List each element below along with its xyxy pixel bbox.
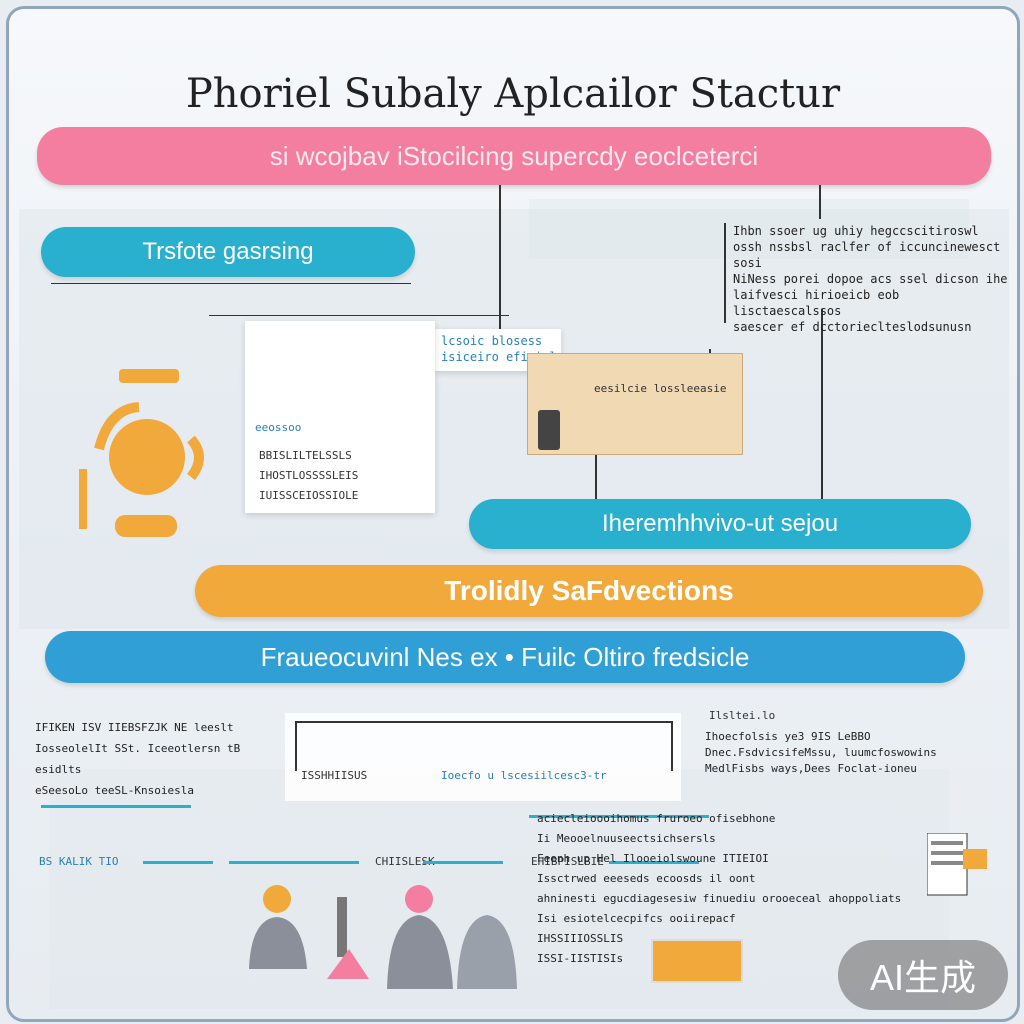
panel-rule xyxy=(295,721,673,723)
flow-arrow xyxy=(423,861,503,864)
flow-arrow xyxy=(609,861,699,864)
sun-icon xyxy=(79,369,204,537)
page-title: Phoriel Subaly Aplcailor Stactur xyxy=(185,71,841,117)
flow-arrow xyxy=(229,861,359,864)
ai-generated-badge: AI生成 xyxy=(838,940,1008,1010)
top-right-note: Ihbn ssoer ug uhiy hegccscitiroswl ossh … xyxy=(733,224,1008,334)
tan-panel: eesilcie lossleeasie xyxy=(527,353,743,455)
background-scene xyxy=(19,209,1009,629)
top-banner: si wcojbav iStocilcing supercdy eoclcete… xyxy=(37,127,991,185)
orange-card xyxy=(651,939,743,983)
flow-arrow xyxy=(529,815,709,818)
bottom-right-note: Ihoecfolsis ye3 9IS LeBBO Dnec.Fsdvicsif… xyxy=(705,730,937,775)
flow-label-left: BS KALIK TIO xyxy=(39,855,119,868)
left-cyan-banner: Trsfote gasrsing xyxy=(41,227,415,277)
panel-rule xyxy=(671,721,673,771)
flow-label-right: EHIBPISLBIE xyxy=(531,855,604,868)
panel-rule xyxy=(295,721,297,771)
document-icon xyxy=(927,833,987,896)
bottom-left-list: IFIKEN ISV IIEBSFZJK NE leeslt Iosseolel… xyxy=(35,721,241,797)
flow-arrow xyxy=(41,805,191,808)
device-icon xyxy=(538,410,560,450)
poster-frame: Phoriel Subaly Aplcailor Stactur si wcoj… xyxy=(6,6,1020,1022)
connector-line xyxy=(819,185,821,219)
background-ceiling xyxy=(529,199,969,259)
connector-line xyxy=(724,223,726,323)
card-heading: eeossoo xyxy=(255,421,302,434)
bottom-right-heading: Ilsltei.lo xyxy=(709,709,776,722)
flow-arrow xyxy=(143,861,213,864)
people-illustration xyxy=(249,885,517,989)
divider-line xyxy=(209,315,509,316)
orange-banner: Trolidly SaFdvections xyxy=(195,565,983,617)
right-cyan-banner: Iheremhhvivo-ut sejou xyxy=(469,499,971,549)
divider-line xyxy=(51,283,411,284)
flow-label-mid: CHIISLESK xyxy=(375,855,435,868)
connector-line xyxy=(595,449,597,503)
connector-line xyxy=(499,185,501,333)
bottom-center-panel: ISSHHIISUS Ioecfo u lscesiilcesc3-tr xyxy=(285,713,681,801)
info-card: eeossoo BBISLILTELSSLS IHOSTLOSSSSLEIS I… xyxy=(245,321,435,513)
blue-banner: Fraueocuvinl Nes ex • Fuilc Oltiro freds… xyxy=(45,631,965,683)
lower-right-note: aciecleioooihomus fruroeo ofisebhone Ii … xyxy=(537,812,902,965)
connector-line xyxy=(821,309,823,501)
